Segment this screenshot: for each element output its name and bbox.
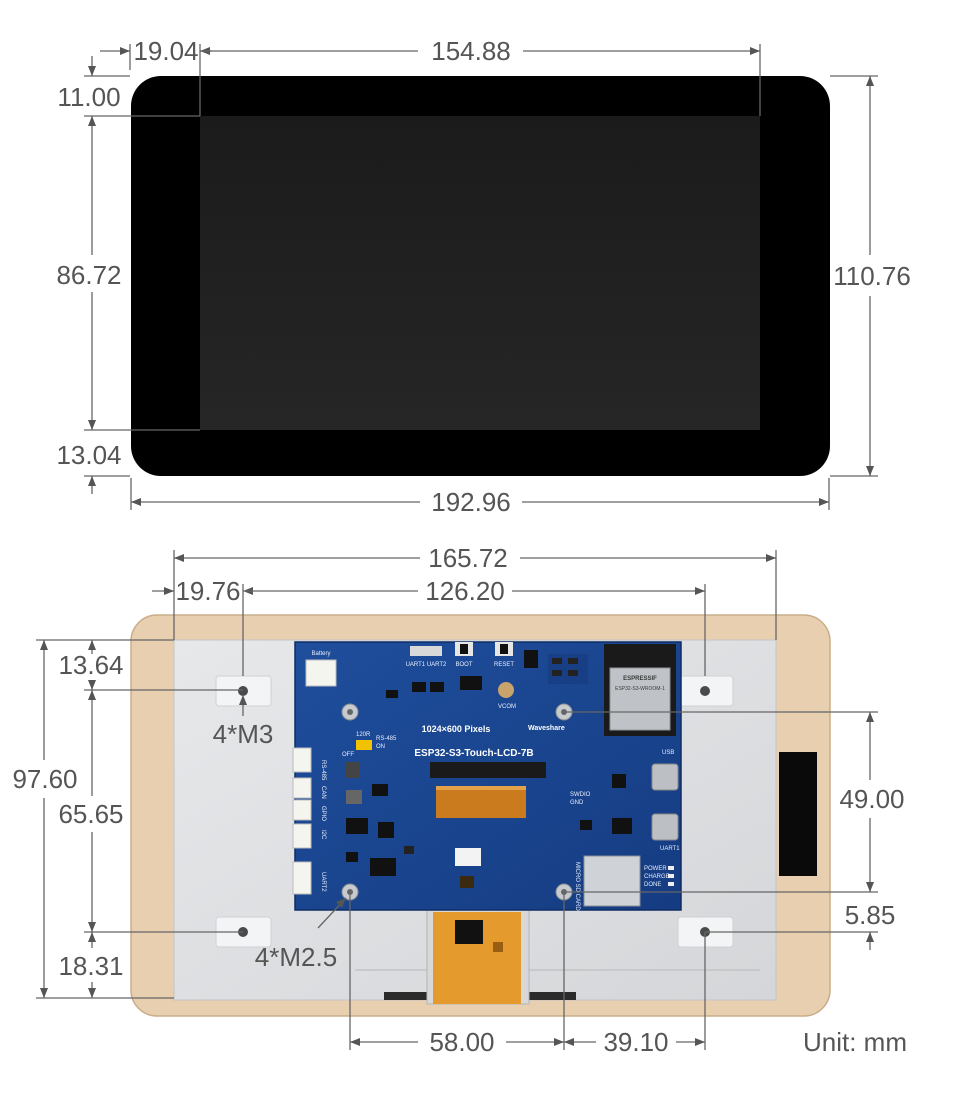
120r-label: 120R [356,732,371,738]
dim-text: 19.04 [133,36,198,66]
usb-port: USB [651,750,679,791]
m3-mount-top-right [677,675,734,707]
dim-text: 11.00 [57,82,120,112]
usb-label: USB [662,750,674,756]
dim-text: 192.96 [431,487,511,517]
esp32-module: ESPRESSIF ESP32-S3-WROOM-1 [604,644,676,736]
dim-overall-height: 110.76 [830,75,911,477]
charge-led-label: CHARGE [644,874,670,880]
battery-label: Battery [311,651,330,657]
dim-back-top-offset: 13.64 [58,640,243,691]
dim-text: 58.00 [429,1027,494,1057]
dim-text: 97.60 [12,764,77,794]
dim-hole-to-mount: 39.10 [564,932,706,1057]
dim-pcb-hole-spacing-x: 58.00 [349,892,565,1057]
brand-text: Waveshare [528,725,565,732]
dim-text: 165.72 [428,543,508,573]
boot-button: BOOT [455,642,473,668]
black-flex-tab [779,752,817,876]
lcd-flex-connector [430,762,546,778]
vcom-label: VCOM [498,704,516,710]
m3-callout-text: 4*M3 [213,719,274,749]
dim-back-overall-height: 97.60 [12,639,174,999]
front-view: 19.04 154.88 11.00 86.72 [56,36,910,517]
i2c-label: I2C [320,830,326,840]
m25-hole-1 [341,703,359,721]
m25-callout-text: 4*M2.5 [255,942,337,972]
dim-active-height: 86.72 [56,116,200,431]
can-label: CAN [320,786,326,799]
uart-switch: UART1 UART2 [406,646,447,668]
dim-bottom-offset: 13.04 [56,440,130,494]
dim-top-offset: 11.00 [57,56,200,117]
gnd-label: GND [570,800,584,806]
dim-text: 19.76 [175,576,240,606]
module-text: ESP32-S3-WROOM-1 [615,686,665,692]
dim-text: 126.20 [425,576,505,606]
uart2-label: UART2 [320,872,326,892]
dim-text: 65.65 [58,799,123,829]
dim-hole-spacing-x: 126.20 [243,576,706,676]
uart1-port: UART1 [651,813,680,852]
rs485-label: RS-485 [376,736,397,742]
dim-text: 39.10 [603,1027,668,1057]
dim-overall-width: 192.96 [130,478,830,517]
uart-switch-label: UART1 UART2 [406,662,447,668]
fpc-cable [426,907,530,1005]
rs485-conn-label: RS-485 [320,760,326,781]
dim-text: 110.76 [833,261,911,291]
done-led-label: DONE [644,882,661,888]
boot-label: BOOT [455,662,472,668]
dim-active-width: 154.88 [200,36,761,116]
back-view: ESPRESSIF ESP32-S3-WROOM-1 Battery BOOT … [12,543,907,1057]
m3-callout: 4*M3 [213,695,274,749]
dim-back-bottom-offset: 18.31 [58,932,124,998]
dim-back-width: 165.72 [173,543,777,640]
swdio-label: SWDIO [570,792,591,798]
status-leds: POWER CHARGE DONE [644,866,674,888]
off-label: OFF [342,752,354,758]
sd-card-slot: MICRO SD CARD [574,855,641,911]
micro-sd-label: MICRO SD CARD [574,862,580,911]
dim-pcb-hole-spacing-y: 49.00 [564,711,905,893]
dim-text: 13.64 [58,650,123,680]
battery-connector: Battery [305,651,337,687]
m25-callout: 4*M2.5 [255,897,347,972]
reset-label: RESET [494,662,514,668]
dim-text: 18.31 [58,951,123,981]
esp32-pcb: ESPRESSIF ESP32-S3-WROOM-1 Battery BOOT … [292,641,682,911]
dim-text: 154.88 [431,36,511,66]
dim-hole-spacing-y: 65.65 [58,690,243,933]
display-active-area [200,116,760,430]
dim-text: 13.04 [56,440,121,470]
power-led-label: POWER [644,866,667,872]
dim-text: 49.00 [839,784,904,814]
dim-left-offset: 19.04 [100,36,212,116]
unit-label: Unit: mm [803,1027,907,1057]
side-connectors: RS-485 CAN GPIO I2C UART2 [292,747,326,895]
termination-switch: 120R OFF ON RS-485 [342,732,397,758]
dim-text: 86.72 [56,260,121,290]
gpio-label: GPIO [320,806,326,821]
chip-brand-text: ESPRESSIF [623,676,657,682]
model-text: ESP32-S3-Touch-LCD-7B [414,748,533,759]
uart1-label: UART1 [660,846,680,852]
dim-text: 5.85 [845,900,896,930]
reset-button: RESET [494,642,514,668]
on-label: ON [376,744,385,750]
resolution-text: 1024×600 Pixels [422,724,491,734]
dim-pcb-hole-offset: 5.85 [705,900,895,950]
